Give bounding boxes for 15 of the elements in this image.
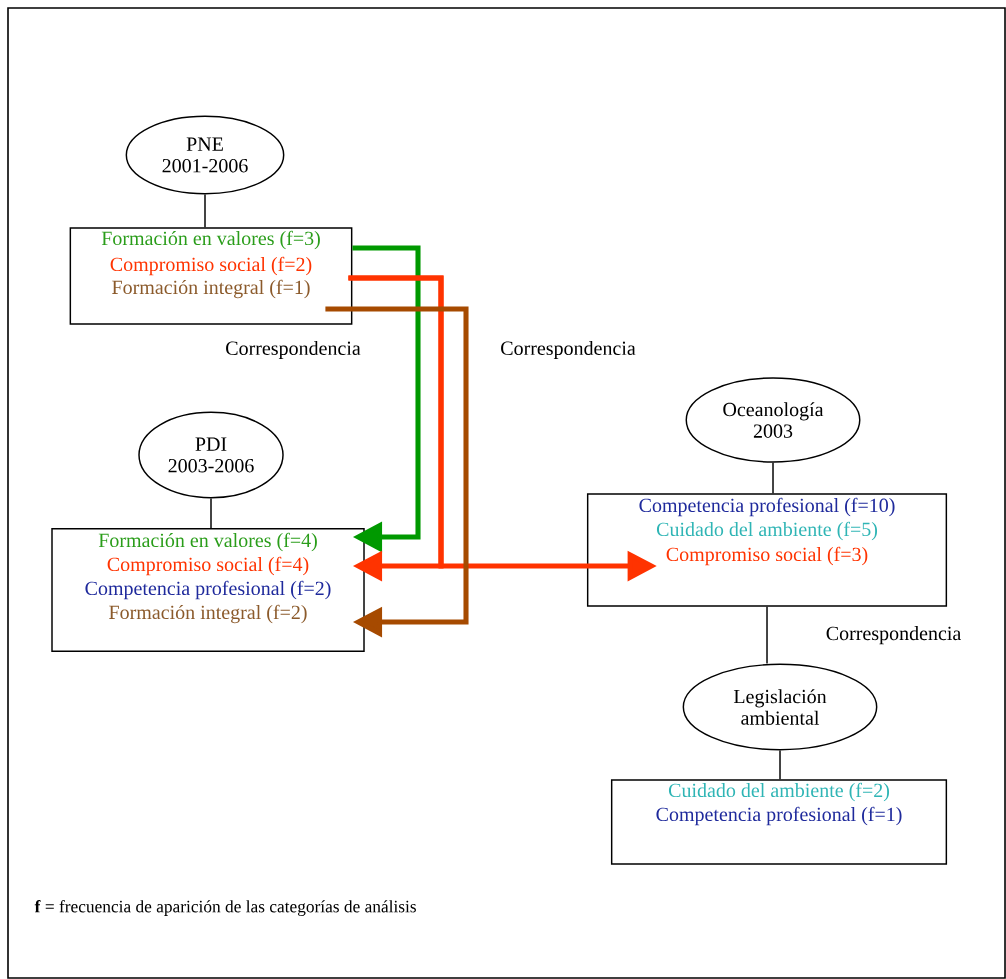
connector [779, 749, 781, 780]
annotation-label: Correspondencia [501, 340, 636, 360]
connector [325, 306, 469, 638]
annotation-label: Correspondencia [226, 340, 361, 360]
connector [210, 497, 212, 529]
footnote: f = frecuencia de aparición de las categorías de análisis [34, 900, 416, 916]
edge-label: Correspondencia [826, 626, 961, 645]
connector [204, 193, 206, 228]
category-box: Formación en valores (f=3) Compromiso social (f=2) Formación integral (f=1) [69, 227, 353, 325]
category-box: Cuidado del ambiente (f=2) Competencia profesional (f=1) [610, 779, 948, 865]
connector [772, 462, 774, 494]
category-box: Competencia profesional (f=10) Cuidado del ambiente (f=5) Compromiso social (f=3) [586, 493, 948, 607]
category-box: Formación en valores (f=4) Compromiso social (f=4) Competencia profesional (f=2) Formación integral (f=2) [51, 527, 365, 653]
connector [352, 245, 421, 553]
connector [766, 606, 768, 665]
